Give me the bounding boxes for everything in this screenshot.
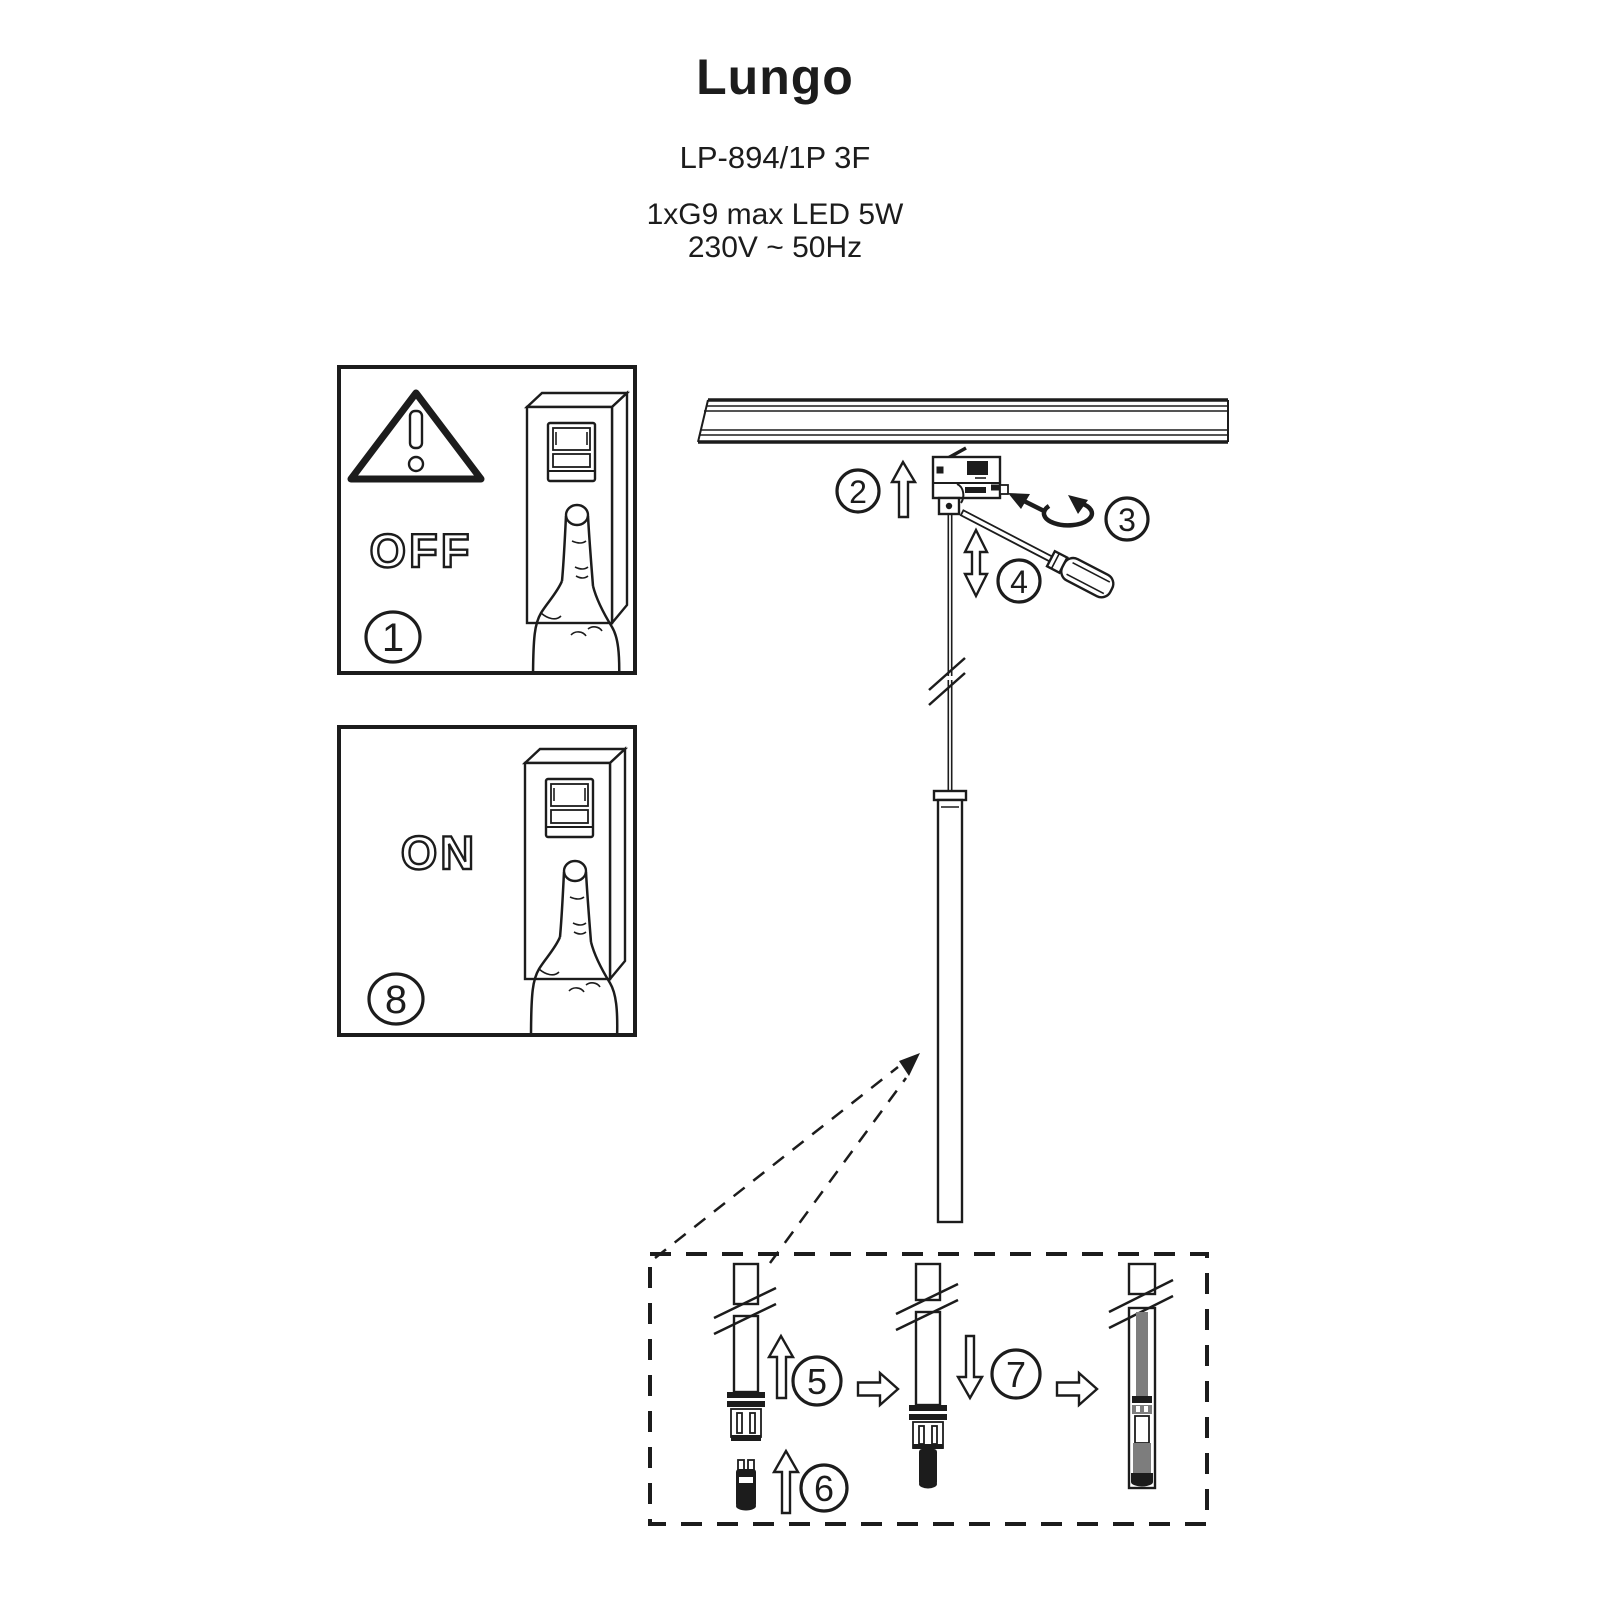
svg-text:6: 6 [814, 1468, 834, 1509]
svg-text:4: 4 [1010, 564, 1028, 600]
up-arrow-icon [889, 459, 918, 519]
track-adapter [931, 446, 1009, 516]
step-3-lock: 3 [1008, 493, 1150, 542]
product-title: Lungo [696, 49, 854, 105]
svg-text:7: 7 [1006, 1354, 1026, 1395]
adapter-lock-stub [999, 484, 1009, 495]
step-2-badge: 2 [835, 468, 881, 514]
lamp-socket [727, 1392, 765, 1441]
g9-led-bulb-icon [736, 1459, 756, 1511]
rotate-arrow-icon [1041, 495, 1095, 528]
svg-text:1: 1 [382, 616, 404, 660]
lamp-socket [909, 1405, 947, 1449]
step-6-badge: 6 [799, 1463, 849, 1513]
detail-callout-box [648, 1252, 1209, 1526]
up-arrow-icon [771, 1448, 801, 1515]
step-1-badge: 1 [364, 610, 422, 664]
right-block-arrow-icon [856, 1370, 900, 1408]
detail-stage-closed [1108, 1262, 1174, 1490]
down-arrow-icon [955, 1334, 985, 1401]
svg-text:3: 3 [1118, 502, 1136, 538]
svg-text:8: 8 [385, 978, 407, 1022]
header: Lungo LP-894/1P 3F 1xG9 max LED 5W 230V … [375, 48, 1175, 264]
step-8-switch-on-panel: ON 8 [337, 725, 637, 1037]
svg-text:5: 5 [807, 1361, 827, 1402]
step-7-slide-down: 7 [955, 1334, 1042, 1401]
svg-text:2: 2 [849, 474, 867, 510]
screwdriver-icon [959, 509, 1115, 599]
off-label: OFF [370, 524, 473, 577]
step-2-insert: 2 [835, 459, 918, 519]
step-1-switch-off-panel: OFF 1 [337, 365, 637, 675]
right-block-arrow-icon [1055, 1370, 1099, 1408]
pendant-tube [932, 789, 968, 1224]
on-label: ON [401, 826, 478, 879]
step-4-adjust: 4 [959, 509, 1115, 604]
track-rail [697, 398, 1229, 444]
step-4-badge: 4 [996, 558, 1042, 604]
model-number: LP-894/1P 3F [679, 140, 871, 175]
spec-lamp: 1xG9 max LED 5W [646, 198, 904, 231]
spec-power: 230V ~ 50Hz [687, 231, 863, 264]
warning-triangle-icon [347, 389, 485, 483]
up-down-arrow-icon [963, 527, 989, 599]
step-8-badge: 8 [367, 972, 425, 1026]
detail-stage-bulb-fitted [895, 1262, 959, 1489]
detail-stage-open-socket [713, 1262, 777, 1441]
cable-break-mark [928, 657, 966, 706]
g9-led-bulb-icon [919, 1449, 937, 1489]
step-7-badge: 7 [990, 1348, 1042, 1400]
step-3-badge: 3 [1104, 496, 1150, 542]
step-6-insert-bulb: 6 [736, 1448, 849, 1515]
up-arrow-icon [766, 1333, 796, 1400]
detail-callout-leader [654, 1053, 920, 1264]
step-5-slide-up: 5 [766, 1333, 843, 1407]
suspension-cable [928, 514, 966, 793]
step-5-badge: 5 [791, 1355, 843, 1407]
